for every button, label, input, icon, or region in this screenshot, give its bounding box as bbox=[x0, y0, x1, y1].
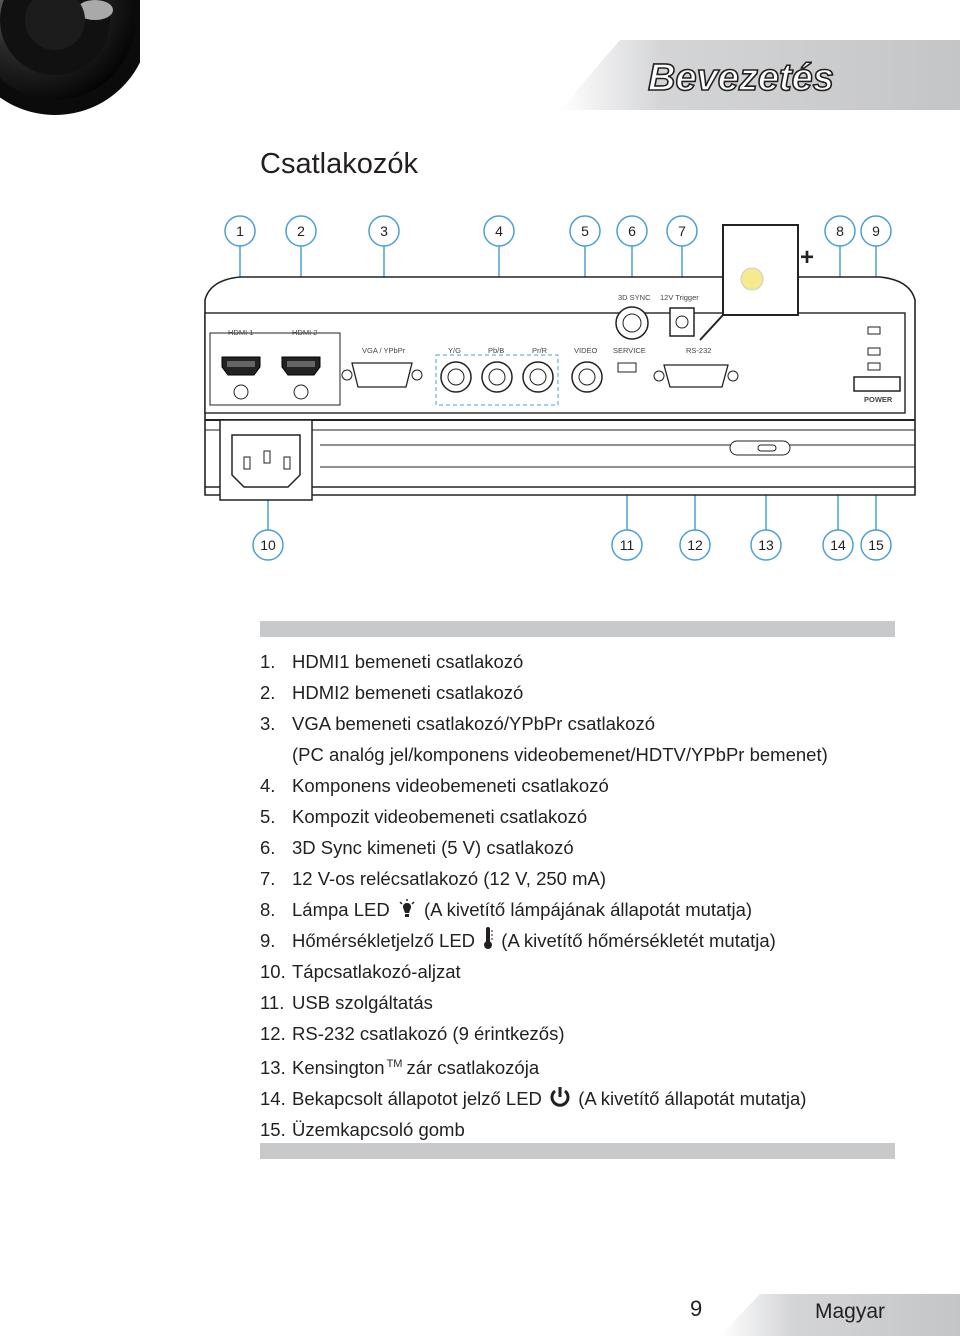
svg-text:12V Trigger: 12V Trigger bbox=[660, 293, 699, 302]
svg-text:Y/G: Y/G bbox=[448, 346, 461, 355]
chapter-banner: Bevezetés bbox=[560, 40, 960, 110]
list-item: 2.HDMI2 bemeneti csatlakozó bbox=[260, 682, 524, 703]
callout-3: 3 bbox=[380, 223, 388, 239]
rs232-port: RS-232 bbox=[653, 346, 739, 388]
callout-7: 7 bbox=[678, 223, 686, 239]
list-item: 7.12 V-os relécsatlakozó (12 V, 250 mA) bbox=[260, 868, 606, 889]
svg-text:Pb/B: Pb/B bbox=[488, 346, 504, 355]
list-item: 9.Hőmérsékletjelző LED (A kivetítő hőmér… bbox=[260, 925, 828, 956]
footer-banner bbox=[720, 1294, 960, 1336]
svg-text:Pr/R: Pr/R bbox=[532, 346, 548, 355]
power-socket bbox=[219, 419, 313, 501]
callouts-top: 1 2 3 4 5 6 7 8 9 bbox=[224, 215, 892, 247]
list-item: 6.3D Sync kimeneti (5 V) csatlakozó bbox=[260, 837, 574, 858]
power-button: POWER bbox=[853, 376, 901, 404]
list-item: 4.Komponens videobemeneti csatlakozó bbox=[260, 775, 609, 796]
lamp-led-zoom: + bbox=[699, 224, 814, 341]
list-item: 11.USB szolgáltatás bbox=[260, 992, 433, 1013]
callout-6: 6 bbox=[628, 223, 636, 239]
callouts-bottom: 10 11 12 13 14 15 bbox=[252, 529, 892, 561]
svg-text:VGA / YPbPr: VGA / YPbPr bbox=[362, 346, 406, 355]
connector-panel-diagram: HDMI 1 HDMI 2 VGA / YPbPr Y/G Pb/B Pr/R … bbox=[204, 215, 916, 561]
callout-12: 12 bbox=[687, 537, 703, 553]
footer-language: Magyar bbox=[815, 1300, 886, 1323]
callout-8: 8 bbox=[836, 223, 844, 239]
svg-text:3D SYNC: 3D SYNC bbox=[618, 293, 651, 302]
svg-text:+: + bbox=[800, 244, 814, 271]
page-number: 9 bbox=[690, 1296, 703, 1321]
list-item: 15.Üzemkapcsoló gomb bbox=[260, 1119, 465, 1141]
12v-trigger-port: 12V Trigger bbox=[660, 293, 699, 337]
callout-14: 14 bbox=[830, 537, 846, 553]
callout-9: 9 bbox=[872, 223, 880, 239]
svg-text:POWER: POWER bbox=[864, 395, 893, 404]
service-usb-port: SERVICE bbox=[613, 346, 646, 373]
callout-15: 15 bbox=[868, 537, 884, 553]
callout-11: 11 bbox=[620, 537, 635, 553]
list-item: 14.Bekapcsolt állapotot jelző LED (A kiv… bbox=[260, 1087, 807, 1110]
connector-list: 1.HDMI1 bemeneti csatlakozó 2.HDMI2 beme… bbox=[260, 646, 828, 1145]
section-title: Csatlakozók bbox=[260, 148, 418, 180]
list-item: 12.RS-232 csatlakozó (9 érintkezős) bbox=[260, 1023, 565, 1044]
callout-10: 10 bbox=[260, 537, 276, 553]
svg-text:SERVICE: SERVICE bbox=[613, 346, 646, 355]
svg-text:VIDEO: VIDEO bbox=[574, 346, 598, 355]
hdmi1-port: HDMI 1 bbox=[221, 328, 261, 400]
callout-5: 5 bbox=[581, 223, 589, 239]
callout-4: 4 bbox=[495, 223, 503, 239]
svg-text:RS-232: RS-232 bbox=[686, 346, 711, 355]
svg-text:HDMI 1: HDMI 1 bbox=[228, 328, 253, 337]
list-top-bar bbox=[260, 621, 895, 637]
callout-13: 13 bbox=[758, 537, 774, 553]
list-item: 10.Tápcsatlakozó-aljzat bbox=[260, 961, 461, 982]
video-port: VIDEO bbox=[571, 346, 603, 393]
lens-graphic bbox=[0, 0, 140, 115]
thermometer-icon bbox=[484, 927, 494, 949]
kensington-slot bbox=[729, 440, 791, 456]
list-item: 5.Kompozit videobemeneti csatlakozó bbox=[260, 806, 588, 827]
power-icon bbox=[550, 1087, 570, 1107]
hdmi2-port: HDMI 2 bbox=[281, 328, 321, 400]
lamp-icon bbox=[399, 899, 415, 917]
vga-port: VGA / YPbPr bbox=[341, 346, 423, 388]
list-item: 1.HDMI1 bemeneti csatlakozó bbox=[260, 651, 524, 672]
svg-text:HDMI 2: HDMI 2 bbox=[292, 328, 317, 337]
list-item: 8.Lámpa LED (A kivetítő lámpájának állap… bbox=[260, 899, 753, 920]
chapter-title: Bevezetés bbox=[648, 57, 834, 99]
status-leds bbox=[867, 326, 881, 371]
callout-1: 1 bbox=[236, 223, 244, 239]
callout-2: 2 bbox=[297, 223, 305, 239]
list-bottom-bar bbox=[260, 1143, 895, 1159]
3d-sync-port: 3D SYNC bbox=[615, 293, 651, 340]
list-item: 3.VGA bemeneti csatlakozó/YPbPr csatlako… bbox=[260, 713, 828, 765]
component-ports: Y/G Pb/B Pr/R bbox=[435, 346, 559, 406]
